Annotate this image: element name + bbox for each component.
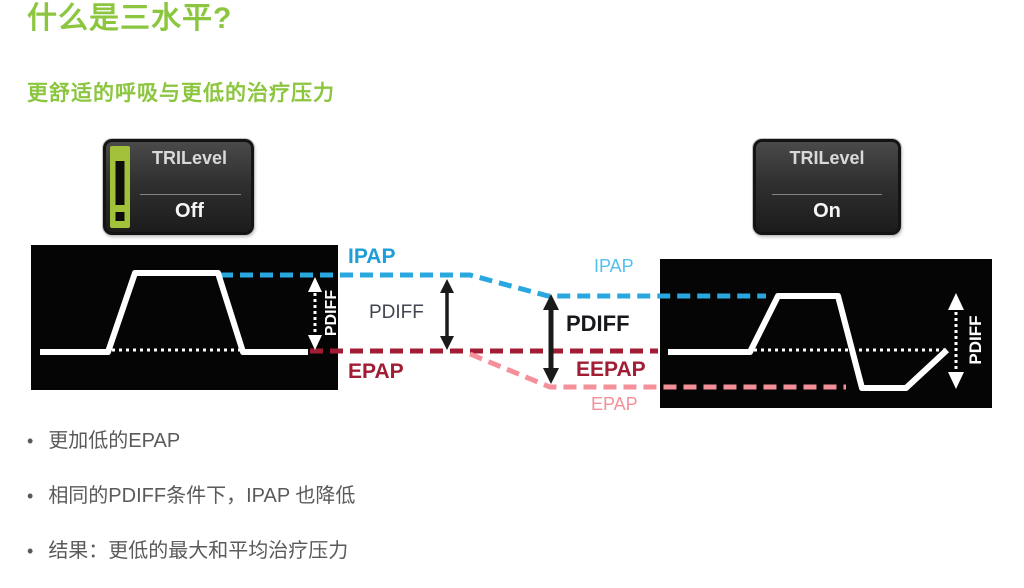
scope-after [660, 259, 992, 408]
arrow-down-icon [440, 336, 454, 350]
trilevel-on-card: TRILevel On [753, 139, 901, 235]
bullet-icon: • [27, 431, 34, 451]
bullet-text: 更加低的EPAP [48, 430, 181, 452]
arrow-down-icon [308, 335, 322, 350]
waveform-after [668, 293, 950, 391]
bullet-item: • 更加低的EPAP [27, 428, 180, 454]
arrow-down-icon [948, 372, 964, 389]
card-divider [140, 194, 241, 195]
alert-bar [110, 146, 130, 228]
waveform-before [40, 270, 308, 355]
card-title-off: TRILevel [151, 148, 228, 168]
epap-label-after: EPAP [591, 394, 638, 414]
trilevel-off-card: TRILevel Off [103, 139, 254, 235]
card-state-off: Off [175, 200, 204, 222]
bullet-text: 结果：更低的最大和平均治疗压力 [48, 540, 349, 562]
page-subtitle: 更舒适的呼吸与更低的治疗压力 [27, 82, 335, 105]
bullet-item: • 相同的PDIFF条件下，IPAP 也降低 [27, 483, 355, 509]
pdiff-axis-label-after: PDIFF [966, 315, 985, 365]
bullet-text: 相同的PDIFF条件下，IPAP 也降低 [48, 485, 356, 507]
arrow-up-icon [308, 277, 322, 292]
arrow-down-icon [543, 368, 559, 384]
arrow-up-icon [440, 279, 454, 293]
ipap-dashed-line [220, 272, 766, 299]
bullet-icon: • [27, 486, 34, 506]
arrow-up-icon [948, 293, 964, 310]
ipap-label-before: IPAP [348, 245, 396, 268]
arrow-up-icon [543, 294, 559, 310]
new-epap-dashed-line [469, 351, 846, 390]
scope-before [31, 245, 338, 390]
page-title: 什么是三水平? [27, 2, 233, 35]
card-divider [772, 194, 882, 195]
card-state-on: On [813, 200, 841, 222]
pdiff-label-before: PDIFF [369, 302, 424, 323]
pdiff-axis-label-before: PDIFF [323, 289, 340, 337]
epap-label-before: EPAP [348, 360, 404, 383]
eepap-label-after: EEPAP [576, 358, 646, 381]
card-title-on: TRILevel [789, 148, 865, 168]
pdiff-label-after: PDIFF [566, 311, 630, 336]
ipap-label-after: IPAP [594, 256, 634, 276]
bullet-icon: • [27, 541, 34, 561]
bullet-item: • 结果：更低的最大和平均治疗压力 [27, 538, 348, 564]
